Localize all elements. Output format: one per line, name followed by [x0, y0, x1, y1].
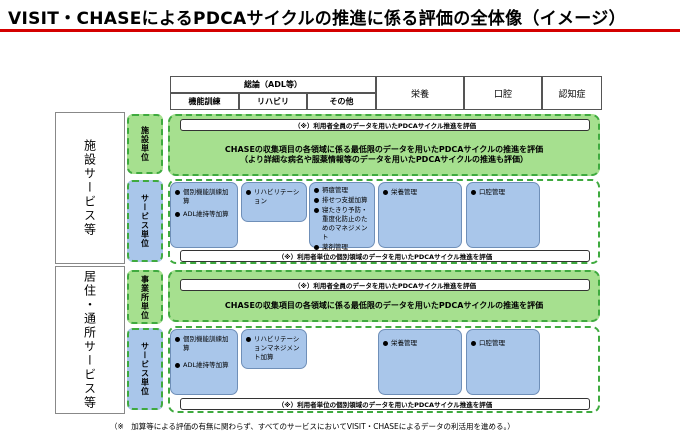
- unit-label-home-service: サービス単位: [127, 328, 163, 410]
- unit-label-office: 事業所単位: [127, 270, 163, 324]
- page-title: VISIT・CHASEによるPDCAサイクルの推進に係る評価の全体像（イメージ）: [8, 9, 626, 29]
- facility-service-block: [168, 179, 600, 264]
- home-main-line1: CHASEの収集項目の各領域に係る最低限のデータを用いたPDCAサイクルの推進を…: [224, 301, 544, 310]
- facility-top-bar: （※）利用者全員のデータを用いたPDCAサイクル推進を評価: [180, 119, 590, 131]
- home-box-koukuu: 口腔管理: [466, 329, 540, 395]
- footnote: （※ 加算等による評価の有無に関わらず、すべてのサービスにおいてVISIT・CH…: [110, 422, 515, 431]
- home-bottom-bar: （※）利用者単位の個別領域のデータを用いたPDCAサイクル推進を評価: [180, 398, 590, 410]
- unit-label-home-service-text: サービス単位: [140, 342, 150, 396]
- home-unit-block: [168, 270, 600, 322]
- home-box-kinou: 個別機能訓練加算 ADL維持等加算: [170, 329, 238, 395]
- unit-label-facility-text: 施設単位: [140, 126, 150, 162]
- list-item: 個別機能訓練加算: [175, 188, 233, 206]
- list-item: 口腔管理: [471, 339, 535, 348]
- list-item: 栄養管理: [383, 339, 457, 348]
- unit-label-facility-service-text: サービス単位: [140, 194, 150, 248]
- row-label-facility-text: 施設サービス等: [82, 139, 97, 237]
- header-col-eiyou: 栄養: [376, 76, 464, 110]
- unit-label-facility-service: サービス単位: [127, 180, 163, 262]
- header-col-kinou: 機能訓練: [170, 93, 239, 110]
- header-col-rehab: リハビリ: [239, 93, 307, 110]
- home-top-bar: （※）利用者全員のデータを用いたPDCAサイクル推進を評価: [180, 279, 590, 291]
- facility-box-eiyou: 栄養管理: [378, 182, 462, 248]
- facility-box-other: 褥瘡管理 排せつ支援加算 寝たきり予防・重度化防止のためのマネジメント 薬剤管理: [309, 182, 375, 251]
- list-item: 褥瘡管理: [314, 186, 370, 195]
- facility-box-rehab: リハビリテーション: [241, 182, 307, 222]
- header-col-ninchi: 認知症: [542, 76, 602, 110]
- list-item: リハビリテーションマネジメント加算: [246, 335, 302, 362]
- unit-label-facility: 施設単位: [127, 114, 163, 174]
- header-group-adl: 総論（ADL等）: [170, 76, 376, 93]
- list-item: 口腔管理: [471, 188, 535, 197]
- list-item: リハビリテーション: [246, 188, 302, 206]
- list-item: ADL維持等加算: [175, 361, 233, 370]
- list-item: 薬剤管理: [314, 243, 370, 252]
- home-service-block: [168, 326, 600, 413]
- home-box-rehab: リハビリテーションマネジメント加算: [241, 329, 307, 369]
- title-rule: [0, 29, 680, 32]
- facility-main-line1: CHASEの収集項目の各領域に係る最低限のデータを用いたPDCAサイクルの推進を…: [224, 145, 544, 154]
- facility-box-koukuu: 口腔管理: [466, 182, 540, 248]
- list-item: 個別機能訓練加算: [175, 335, 233, 353]
- row-label-facility: 施設サービス等: [55, 112, 125, 264]
- unit-label-office-text: 事業所単位: [140, 274, 150, 320]
- row-label-home: 居住・通所サービス等: [55, 266, 125, 414]
- list-item: 排せつ支援加算: [314, 196, 370, 205]
- list-item: ADL維持等加算: [175, 210, 233, 219]
- facility-bottom-bar: （※）利用者単位の個別領域のデータを用いたPDCAサイクル推進を評価: [180, 250, 590, 262]
- header-col-koukuu: 口腔: [464, 76, 542, 110]
- header-col-other: その他: [307, 93, 376, 110]
- home-box-eiyou: 栄養管理: [378, 329, 462, 395]
- list-item: 寝たきり予防・重度化防止のためのマネジメント: [314, 206, 370, 242]
- facility-main-line2: （より詳細な病名や服薬情報等のデータを用いたPDCAサイクルの推進も評価）: [239, 155, 528, 164]
- row-label-home-text: 居住・通所サービス等: [82, 270, 97, 410]
- list-item: 栄養管理: [383, 188, 457, 197]
- facility-box-kinou: 個別機能訓練加算 ADL維持等加算: [170, 182, 238, 248]
